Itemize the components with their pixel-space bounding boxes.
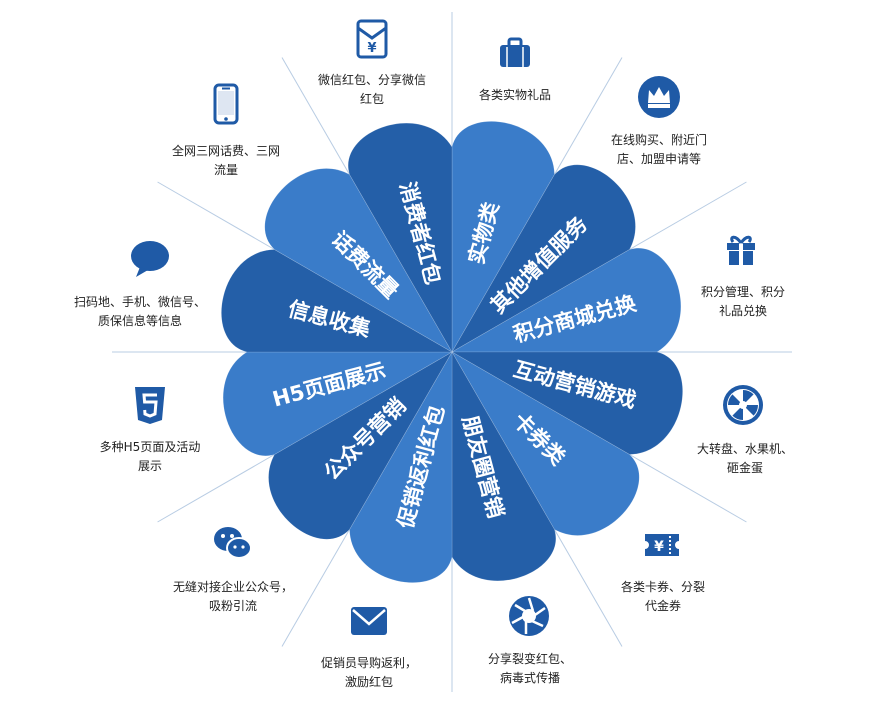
segment-description: 分享裂变红包、病毒式传播 bbox=[487, 652, 572, 685]
segment-description: 促销员导购返利，激励红包 bbox=[320, 656, 417, 689]
divider-line bbox=[629, 454, 747, 523]
phone-icon bbox=[203, 81, 249, 127]
divider-line bbox=[281, 529, 350, 647]
wheel-segment bbox=[450, 247, 682, 353]
divider-line bbox=[281, 57, 350, 175]
html5-icon bbox=[127, 382, 173, 428]
wheel-segment bbox=[451, 164, 636, 353]
divider-lines bbox=[112, 12, 792, 692]
briefcase-icon bbox=[492, 30, 538, 76]
envelope-icon bbox=[346, 598, 392, 644]
divider-line bbox=[157, 454, 275, 523]
divider-line bbox=[554, 529, 623, 647]
segment-description: 全网三网话费、三网流量 bbox=[171, 144, 280, 177]
svg-text:¥: ¥ bbox=[367, 41, 376, 56]
red-envelope-icon: ¥ bbox=[349, 16, 395, 62]
chat-bubble-icon bbox=[127, 235, 173, 281]
wheel-segment bbox=[451, 350, 557, 582]
segment-description: 多种H5页面及活动展示 bbox=[99, 440, 201, 473]
wheel-segment bbox=[451, 351, 640, 536]
wheel-segment bbox=[349, 350, 453, 583]
segment-description: 微信红包、分享微信红包 bbox=[317, 73, 426, 106]
crown-icon bbox=[636, 74, 682, 120]
wheel-segment bbox=[450, 351, 683, 455]
ticket-icon: ¥ bbox=[639, 522, 685, 568]
wheel-icon bbox=[720, 382, 766, 428]
wheel-segment bbox=[268, 351, 453, 540]
divider-line bbox=[157, 181, 275, 250]
segment-description: 大转盘、水果机、砸金蛋 bbox=[696, 442, 793, 475]
wheel-segment bbox=[451, 121, 555, 354]
segment-description: 在线购买、附近门店、加盟申请等 bbox=[610, 133, 707, 166]
wheel-segment bbox=[347, 122, 453, 354]
segment-description: 扫码地、手机、微信号、质保信息等信息 bbox=[73, 295, 206, 328]
divider-line bbox=[554, 57, 623, 175]
svg-text:¥: ¥ bbox=[654, 539, 664, 555]
wechat-icon bbox=[210, 520, 256, 566]
divider-line bbox=[629, 181, 747, 250]
aperture-icon bbox=[506, 593, 552, 639]
wheel bbox=[221, 121, 683, 583]
wheel-segment bbox=[264, 168, 453, 353]
wheel-segment bbox=[221, 249, 454, 353]
segment-description: 各类实物礼品 bbox=[478, 88, 551, 102]
gift-icon bbox=[718, 225, 764, 271]
segment-description: 积分管理、积分礼品兑换 bbox=[700, 285, 785, 318]
wheel-segment bbox=[222, 351, 454, 457]
segment-description: 无缝对接企业公众号，吸粉引流 bbox=[172, 580, 293, 613]
segment-description: 各类卡券、分裂代金券 bbox=[620, 580, 705, 613]
